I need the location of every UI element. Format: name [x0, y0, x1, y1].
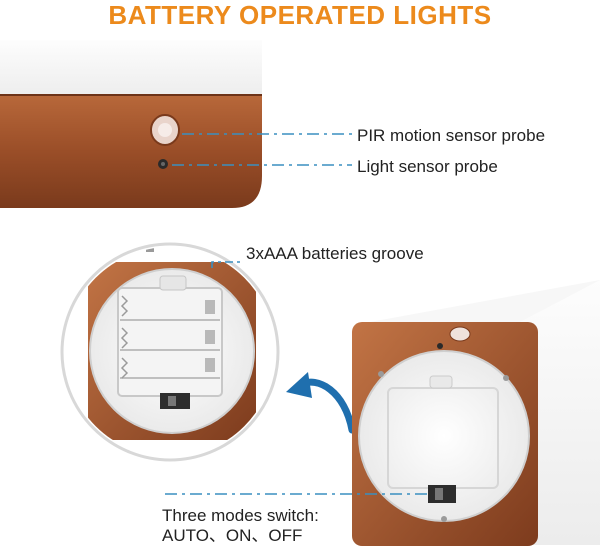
- mode-switch-label-line1: Three modes switch:: [162, 506, 319, 525]
- groove-leader: [211, 261, 244, 268]
- battery-zoom: [60, 242, 280, 462]
- lamp-bottom: [352, 280, 600, 546]
- lamp-shade: [0, 40, 262, 100]
- page-title: BATTERY OPERATED LIGHTS: [108, 0, 492, 30]
- battery-groove-label: 3xAAA batteries groove: [246, 244, 424, 263]
- mode-switch-label: Three modes switch: AUTO、ON、OFF: [162, 506, 319, 546]
- lamp-top-closeup: [0, 40, 262, 208]
- light-sensor-label: Light sensor probe: [357, 157, 498, 176]
- pir-sensor-label: PIR motion sensor probe: [357, 126, 546, 145]
- mode-switch-label-line2: AUTO、ON、OFF: [162, 526, 303, 545]
- lamp-base: [0, 95, 262, 208]
- pir-sensor-small: [449, 326, 471, 342]
